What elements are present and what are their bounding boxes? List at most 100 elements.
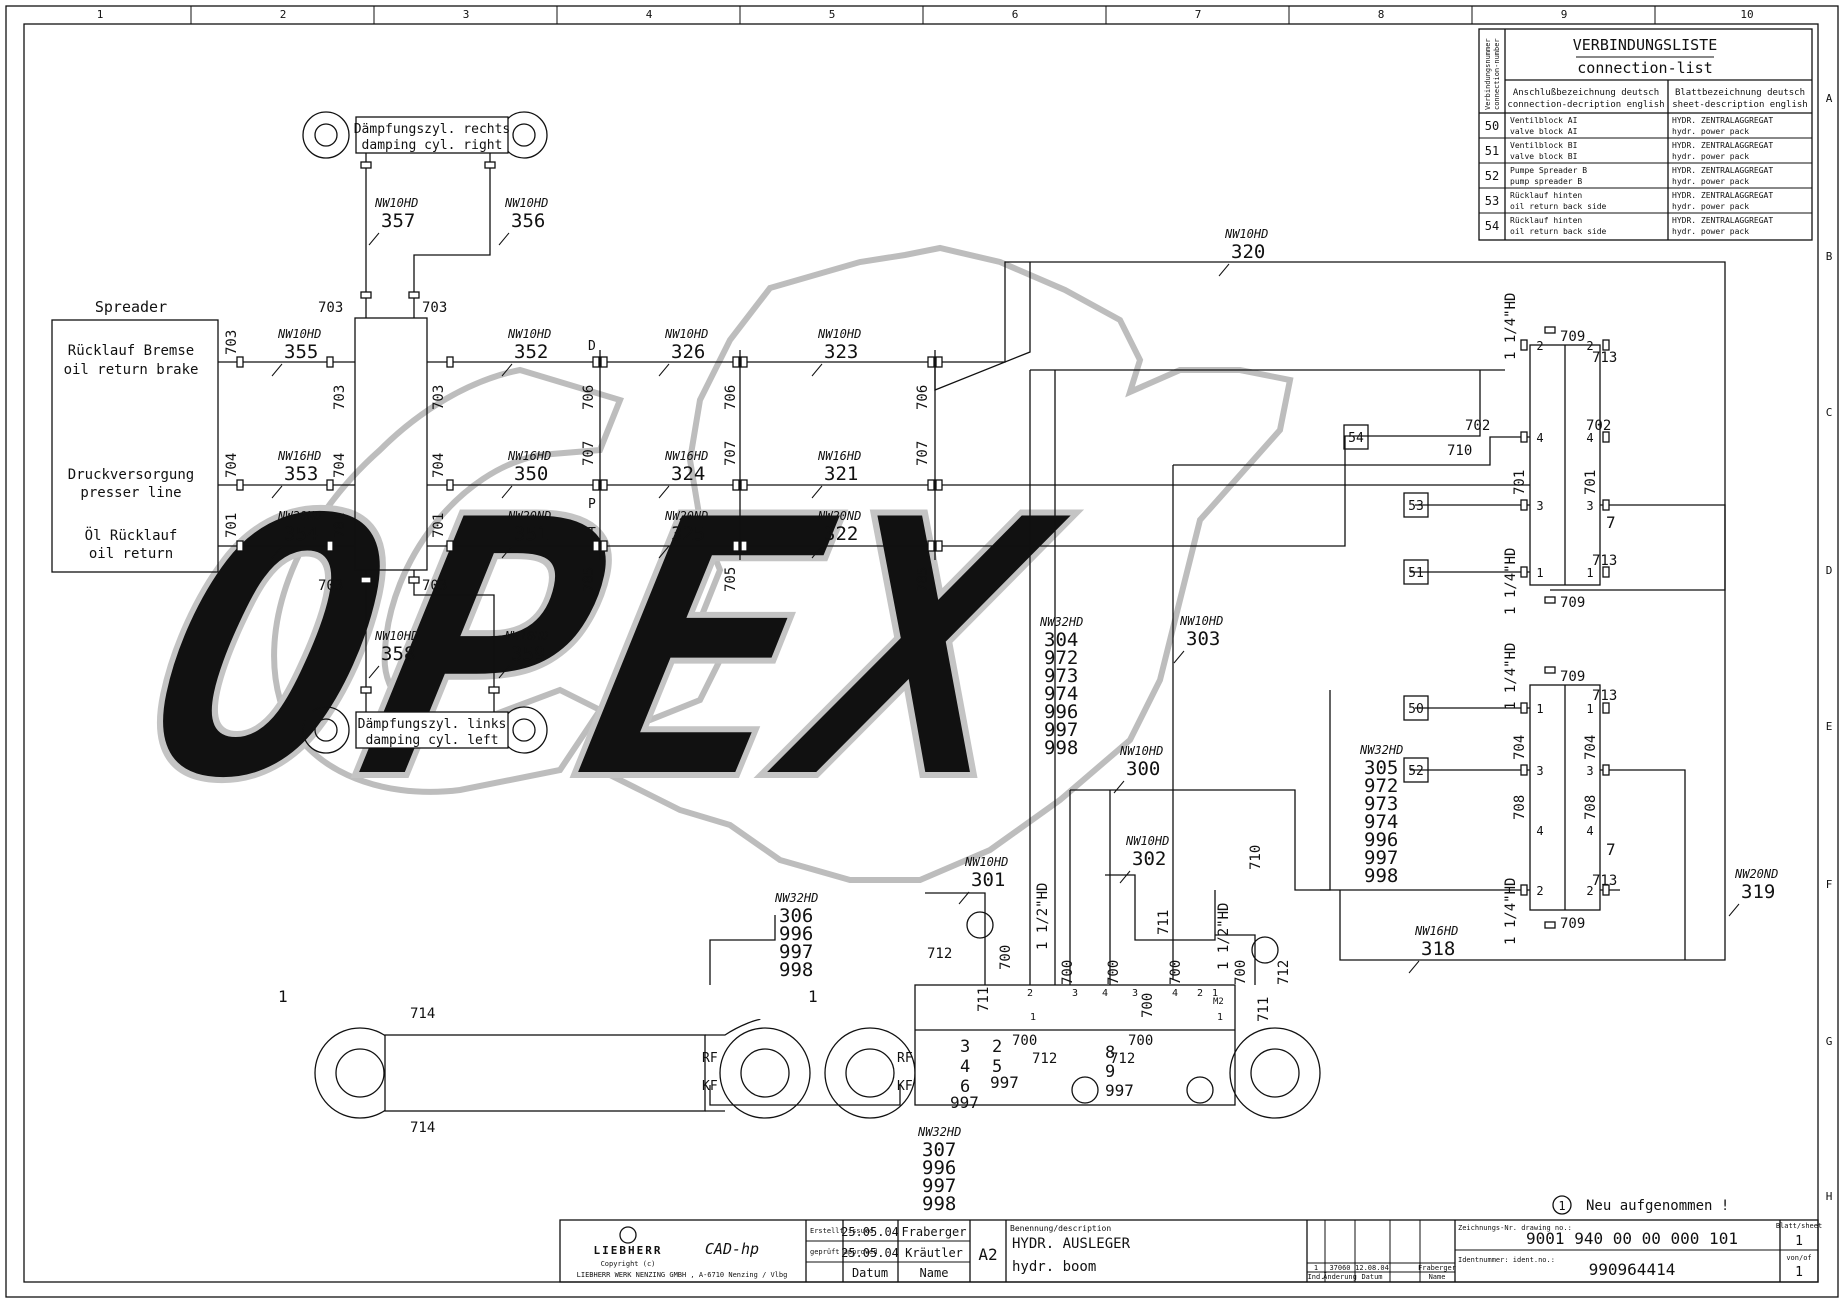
fitting-997: 997 — [1105, 1081, 1134, 1100]
stack-304-item: 973 — [1044, 665, 1078, 687]
damping-left-de: Dämpfungszyl. links — [358, 717, 507, 732]
port-number: 3 — [1072, 988, 1078, 999]
ref-51: 51 — [1408, 566, 1424, 581]
rev-date: 12.08.04 — [1355, 1264, 1389, 1272]
line-nominal-width: NW20ND — [277, 509, 321, 523]
fitting-706: 706 — [581, 385, 597, 410]
fitting-704: 704 — [224, 453, 240, 478]
column-marker: 3 — [463, 8, 470, 21]
port-number: 1 — [1030, 1012, 1036, 1023]
fitting-704: 704 — [431, 453, 447, 478]
name-col-label: Name — [1429, 1273, 1446, 1281]
connection-desc-de: Ventilblock BI — [1510, 141, 1578, 150]
connection-desc-de: Pumpe Spreader B — [1510, 166, 1587, 175]
row-marker: A — [1826, 92, 1833, 105]
fitting-709: 709 — [1560, 669, 1585, 685]
row-marker: G — [1826, 1035, 1833, 1048]
col-conn-en: connection-decription english — [1507, 100, 1664, 110]
port-number: 4 — [1536, 824, 1543, 838]
fitting-rf: RF — [702, 1051, 718, 1066]
col-sheet-de: Blattbezeichnung deutsch — [1675, 88, 1805, 98]
fitting-708: 708 — [1583, 795, 1599, 820]
fitting-701: 701 — [431, 513, 447, 538]
column-marker: 10 — [1740, 8, 1753, 21]
line-nominal-width: NW10HD — [374, 629, 418, 643]
stack-307-item: 998 — [922, 1193, 956, 1215]
fitting-713: 713 — [1592, 553, 1617, 569]
line-nominal-width: NW10HD — [374, 196, 418, 210]
connection-desc-en: valve block BI — [1510, 152, 1578, 161]
line-number: 326 — [671, 341, 705, 363]
port-number: 2 — [1536, 339, 1543, 353]
line-number: 319 — [1741, 881, 1775, 903]
line-nominal-width: NW16HD — [664, 449, 708, 463]
fitting-709: 709 — [1560, 595, 1585, 611]
spreader-brake-en: oil return brake — [64, 362, 199, 378]
sheet-label: Blatt/sheet — [1776, 1222, 1822, 1230]
drawing-label: Zeichnungs-Nr. drawing no.: — [1458, 1224, 1572, 1232]
connection-desc-en: valve block AI — [1510, 127, 1578, 136]
copyright: Copyright (c) — [601, 1260, 656, 1268]
spreader-block: Spreader Rücklauf Bremse oil return brak… — [51, 298, 219, 573]
line-nominal-width: NW16HD — [1414, 924, 1458, 938]
port-number: 4 — [1586, 431, 1593, 445]
port-number: 1 — [1586, 566, 1593, 580]
port-number: 4 — [1172, 988, 1178, 999]
row-marker: D — [1826, 564, 1833, 577]
watermark-text: OPEX — [117, 441, 1093, 860]
line-number: 358 — [381, 643, 415, 665]
line-nominal-width: NW20ND — [664, 509, 708, 523]
fitting-709: 709 — [1560, 916, 1585, 932]
revision-note: 1 Neu aufgenommen ! — [1552, 1195, 1729, 1215]
connection-number: 52 — [1485, 169, 1499, 183]
fitting-704: 704 — [1583, 735, 1599, 760]
issued-name: Fraberger — [901, 1225, 966, 1239]
sheet-desc-en: hydr. power pack — [1672, 177, 1749, 186]
fitting-700: 700 — [1128, 1033, 1153, 1049]
detail-number: 8 — [1105, 1043, 1115, 1063]
name-label: Name — [920, 1266, 949, 1280]
connection-number: 54 — [1485, 219, 1499, 233]
connection-number: 50 — [1485, 119, 1499, 133]
fitting-702: 702 — [1465, 418, 1490, 434]
fitting-700: 700 — [1168, 960, 1184, 985]
column-marker: 2 — [280, 8, 287, 21]
line-nominal-width: NW10HD — [1119, 744, 1163, 758]
line-number: 357 — [381, 210, 415, 232]
fitting-rf: RF — [897, 1051, 913, 1066]
fitting-714: 714 — [410, 1120, 435, 1136]
stack-307-item: 997 — [922, 1175, 956, 1197]
distributor-block — [354, 317, 428, 571]
row-marker: B — [1826, 250, 1833, 263]
fitting-700: 700 — [1233, 960, 1249, 985]
company-name: LIEBHERR — [594, 1244, 663, 1257]
fitting-706: 706 — [723, 385, 739, 410]
detail-number: 5 — [992, 1057, 1002, 1077]
port-number: 1 — [1217, 1012, 1223, 1023]
note-text: Neu aufgenommen ! — [1586, 1198, 1729, 1214]
stack-305-nominal-width: NW32HD — [1359, 743, 1403, 757]
description-de: HYDR. AUSLEGER — [1012, 1236, 1131, 1252]
fitting-707: 707 — [915, 441, 931, 466]
line-labels: NW10HD357NW10HD356NW10HD355NW10HD352NW10… — [224, 196, 1778, 1215]
rev-change: 37060 — [1329, 1264, 1350, 1272]
line-number: 300 — [1126, 758, 1160, 780]
sheet-desc-de: HYDR. ZENTRALAGGREGAT — [1672, 191, 1773, 200]
damping-cylinder-right: Dämpfungszyl. rechts damping cyl. right — [302, 111, 548, 159]
line-nominal-width: NW10HD — [664, 327, 708, 341]
line-nominal-width: NW10HD — [1125, 834, 1169, 848]
line-number: 320 — [1231, 241, 1265, 263]
spreader-title: Spreader — [95, 298, 167, 316]
part-7: 7 — [1606, 840, 1616, 859]
port-number: 3 — [1586, 764, 1593, 778]
detail-number: 9 — [1105, 1062, 1115, 1082]
fitting-quarter-inch: 1 1/4"HD — [1503, 643, 1519, 710]
line-nominal-width: NW16HD — [277, 449, 321, 463]
column-marker: 9 — [1561, 8, 1568, 21]
line-number: 302 — [1132, 848, 1166, 870]
detail-number: 3 — [960, 1037, 970, 1057]
line-number: 350 — [514, 463, 548, 485]
col-number-en: connection-number — [1493, 38, 1501, 110]
